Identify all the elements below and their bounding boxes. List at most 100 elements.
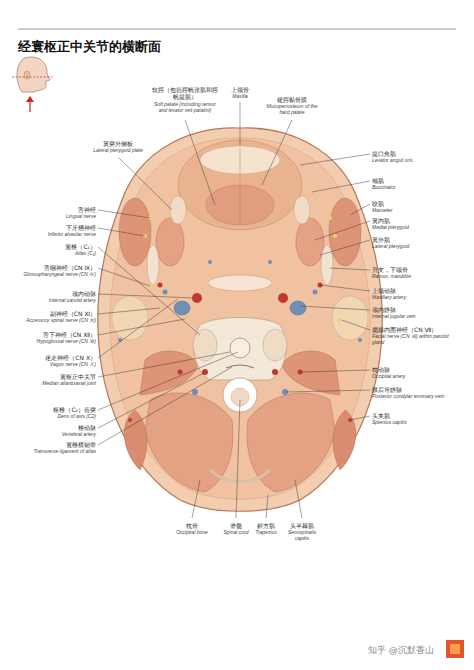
part-label: Atlas (C₁): [75, 250, 96, 256]
anatomy-shape: [194, 318, 286, 381]
part-label: Lingual nerve: [66, 213, 96, 219]
anatomy-shape: [110, 138, 370, 499]
leader-line: [266, 495, 268, 518]
anatomy-shape: [446, 640, 464, 658]
part-label: 软腭（包括腭帆张肌和腭帆提肌）: [150, 86, 220, 100]
anatomy-shape: [147, 245, 159, 285]
watermark-logo: [446, 640, 464, 658]
section-outline: [98, 128, 382, 511]
leader-line: [192, 480, 200, 518]
figure-title: 经寰枢正中关节的横断面: [18, 38, 161, 56]
part-label: Vagus nerve (CN Ⅹ): [50, 361, 96, 367]
part-label: 寰枢正中关节: [60, 373, 96, 380]
anatomy-shape: [268, 260, 272, 264]
part-label: Median atlantoaxial joint: [42, 380, 96, 386]
part-label: Accessory spinal nerve (CN Ⅺ): [26, 317, 96, 323]
part-label: 寰椎横韧带: [66, 441, 96, 448]
leader-line: [98, 352, 238, 410]
part-label: 枢椎（C₂）齿突: [53, 406, 96, 413]
part-label: 迷走神经（CN Ⅹ）: [45, 354, 96, 361]
part-label: 翼内肌: [372, 217, 390, 224]
anatomy-shape: [119, 198, 151, 266]
part-label: 舌神经: [78, 206, 96, 213]
part-label: Vertebral artery: [62, 431, 96, 437]
leader-line: [301, 370, 370, 372]
part-label: 舌咽神经（CN Ⅸ）: [44, 264, 96, 271]
anatomy-shape: [290, 301, 306, 315]
anatomy-shape: [329, 198, 361, 266]
leader-line: [315, 221, 370, 240]
leader-line: [98, 210, 150, 218]
leader-line: [98, 308, 160, 314]
leader-line: [330, 268, 370, 270]
part-label: Internal carotid artery: [49, 297, 96, 303]
anatomy-shape: [282, 351, 340, 395]
part-label: 上颌动脉: [372, 287, 396, 294]
part-label: 硬腭黏骨膜: [277, 96, 307, 103]
leader-line: [98, 367, 232, 445]
part-label: Maxillary artery: [372, 294, 406, 300]
anatomy-shape: [450, 644, 460, 654]
anatomy-shape: [358, 338, 362, 342]
watermark: 知乎 @沉默香山: [368, 645, 434, 656]
leader-line: [12, 77, 54, 78]
part-label: 髁后导静脉: [372, 386, 402, 393]
anatomy-shape: [272, 369, 278, 375]
anatomy-shape: [230, 338, 250, 358]
anatomy-shape: [140, 351, 198, 395]
anatomy-shape: [202, 369, 208, 375]
anatomy-shape: [321, 245, 333, 285]
vertebrae: [193, 318, 287, 482]
leader-line: [98, 299, 178, 358]
part-label: 斜方肌: [257, 522, 275, 529]
anatomy-shape: [296, 218, 324, 266]
part-label: 头夹肌: [372, 412, 390, 419]
part-label: 提口角肌: [372, 150, 396, 157]
part-label: 颊肌: [372, 177, 384, 184]
leader-line: [240, 148, 241, 225]
anatomy-shape: [333, 410, 356, 470]
leader-line: [286, 390, 370, 392]
leader-line: [350, 416, 370, 420]
leader-line: [295, 480, 302, 518]
anatomy-shape: [208, 260, 212, 264]
part-label: 颈内动脉: [72, 290, 96, 297]
anatomy-shape: [112, 296, 148, 340]
anatomy-shape: [328, 216, 332, 220]
part-label: 下牙槽神经: [66, 224, 96, 231]
leader-line: [98, 319, 185, 335]
part-label: 椎动脉: [78, 424, 96, 431]
anatomy-shape: [170, 196, 186, 224]
anatomy-shape: [163, 290, 168, 295]
leader-line: [18, 29, 456, 30]
part-label: Dens of axis (C2): [57, 413, 96, 419]
anatomy-shape: [193, 329, 217, 361]
anatomy-shape: [333, 234, 337, 238]
anatomy-shape: [210, 470, 270, 481]
anatomy-shape: [26, 96, 34, 102]
anatomy-shape: [118, 338, 122, 342]
anatomy-shape: [124, 410, 147, 470]
part-label: 翼突外侧板: [103, 140, 133, 147]
leader-line: [300, 306, 370, 310]
leader-line: [350, 204, 370, 215]
part-label: Ramus, mandible: [372, 273, 411, 279]
anatomy-shape: [128, 418, 132, 422]
leader-line: [312, 181, 370, 192]
anatomy-shape: [223, 378, 257, 412]
leader-line: [98, 352, 230, 377]
leader-line: [262, 120, 292, 185]
part-label: Posterior condylar emissary vein: [372, 393, 444, 399]
part-label: Buccinator: [372, 184, 396, 190]
head-icon: [12, 57, 54, 112]
part-label: 上颌骨: [231, 86, 249, 93]
leader-line: [185, 120, 215, 205]
anatomy-shape: [178, 370, 183, 375]
anatomy-shape: [17, 57, 50, 92]
part-label: 升支，下颌骨: [372, 266, 408, 273]
leader-line: [300, 154, 370, 165]
anatomy-shape: [294, 196, 310, 224]
leader-line: [98, 247, 200, 335]
part-label: 枕骨: [186, 522, 198, 529]
